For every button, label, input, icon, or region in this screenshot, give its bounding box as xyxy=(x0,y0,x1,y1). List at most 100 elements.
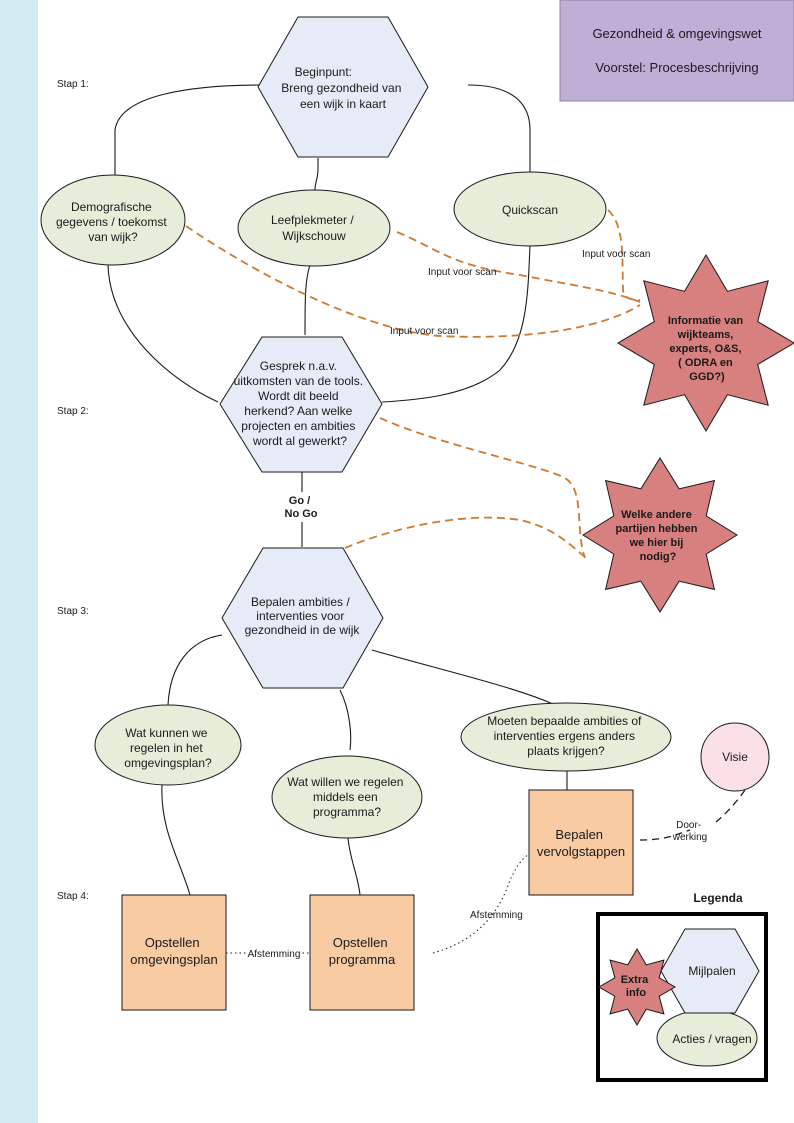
bepalen-line-2: interventies voor xyxy=(256,609,344,623)
output-bepalen-vervolgstappen: Bepalen vervolgstappen xyxy=(528,789,634,896)
output-opstellen-omgevingsplan: Opstellen omgevingsplan xyxy=(121,894,227,1011)
connector-programma-opstellen xyxy=(347,837,361,896)
programma-q-line-2: middels een xyxy=(313,790,378,804)
milestone-gesprek: Gesprek n.a.v. uitkomsten van de tools. … xyxy=(219,336,383,473)
omgevingsplan-q-line-3: omgevingsplan? xyxy=(124,756,212,770)
ergens-line-2: interventies ergens anders xyxy=(494,729,635,743)
action-demografische: Demografische gegevens / toekomst van wi… xyxy=(40,174,186,266)
gesprek-line-4: herkend? Aan welke xyxy=(244,404,352,418)
sidebar-strip xyxy=(0,0,38,1123)
gesprek-line-1: Gesprek n.a.v. xyxy=(260,359,337,373)
quickscan-label: Quickscan xyxy=(502,203,558,217)
ergens-line-3: plaats krijgen? xyxy=(527,744,605,758)
demografische-line-3: van wijk? xyxy=(88,230,138,244)
step-label-2: Stap 2: xyxy=(57,406,89,417)
header-title: Gezondheid & omgevingswet xyxy=(592,26,761,41)
label-doorwerking-1: Door- xyxy=(676,820,701,831)
svg-text:Beginpunt: Breng gezondh: Beginpunt: Breng gezondheid van een wijk… xyxy=(281,65,404,111)
svg-text:Welke andere partijen he: Welke andere partijen hebben we hier bij… xyxy=(616,509,701,563)
informatie-line-2: wijkteams, xyxy=(677,329,734,341)
label-doorwerking-2: werking xyxy=(672,832,707,843)
step-label-4: Stap 4: xyxy=(57,891,89,902)
extra-info-informatie: Informatie van wijkteams, experts, O&S, … xyxy=(617,254,794,432)
action-leefplekmeter: Leefplekmeter / Wijkschouw xyxy=(237,189,391,267)
omgevingsplan-q-line-2: regelen in het xyxy=(130,741,203,755)
demografische-line-2: gegevens / toekomst xyxy=(56,215,167,229)
beginpunt-line-1: Beginpunt: xyxy=(295,65,352,79)
connectors xyxy=(107,84,746,954)
header-box: Gezondheid & omgevingswet Voorstel: Proc… xyxy=(559,0,794,102)
leefplekmeter-line-1: Leefplekmeter / xyxy=(271,213,354,227)
informatie-line-1: Informatie van xyxy=(668,315,743,327)
legend-extra-line-2: info xyxy=(626,987,646,999)
opstellen-plan-line-2: omgevingsplan xyxy=(130,952,217,967)
connector-bepalen-programma xyxy=(339,689,352,751)
svg-text:Door- werking: Door- werking xyxy=(672,820,707,843)
visie-label: Visie xyxy=(722,750,748,764)
svg-text:Opstellen programma: Opstellen programma xyxy=(329,935,396,967)
svg-text:Bepalen vervolgstappen: Bepalen vervolgstappen xyxy=(537,827,625,859)
svg-text:Gesprek n.a.v. uitkomste: Gesprek n.a.v. uitkomsten van de tools. … xyxy=(234,359,367,448)
label-input-scan-3: Input voor scan xyxy=(390,326,458,337)
opstellen-programma-line-1: Opstellen xyxy=(333,935,388,950)
partijen-line-2: partijen hebben xyxy=(616,523,698,535)
dashed-demografische-informatie xyxy=(185,225,641,338)
bepalen-line-1: Bepalen ambities / xyxy=(251,595,350,609)
label-go: Go / xyxy=(289,495,310,507)
svg-text:Moeten bepaalde ambities of: Moeten bepaalde ambities of interventies… xyxy=(487,714,644,758)
ergens-line-1: Moeten bepaalde ambities of xyxy=(487,714,642,728)
milestone-bepalen-ambities: Bepalen ambities / interventies voor gez… xyxy=(221,547,384,689)
svg-text:Leefplekmeter / Wijkscho: Leefplekmeter / Wijkschouw xyxy=(271,213,357,243)
legend-actions: Acties / vragen xyxy=(656,1009,758,1067)
bepalen-line-3: gezondheid in de wijk xyxy=(245,623,361,637)
connector-demografische-gesprek xyxy=(107,264,219,403)
connector-bepalen-ergensanders xyxy=(371,649,566,711)
demografische-line-1: Demografische xyxy=(71,200,152,214)
dashed-bepalen-partijen xyxy=(344,516,586,558)
output-opstellen-programma: Opstellen programma xyxy=(309,894,415,1011)
extra-info-partijen: Welke andere partijen hebben we hier bij… xyxy=(582,457,738,613)
opstellen-plan-line-1: Opstellen xyxy=(145,935,200,950)
legend-extra-line-1: Extra xyxy=(621,974,649,986)
gesprek-line-3: Wordt dit beeld xyxy=(258,389,339,403)
legend-extra-info: Extra info xyxy=(598,948,676,1026)
gesprek-line-5: projecten en ambities xyxy=(241,419,355,433)
connector-begin-leefplekmeter xyxy=(314,158,319,191)
partijen-line-4: nodig? xyxy=(640,551,677,563)
dashed-gesprek-partijen xyxy=(379,417,586,559)
connector-leefplekmeter-gesprek xyxy=(304,264,311,336)
visie-circle: Visie xyxy=(700,722,770,792)
dashed-leefplekmeter-informatie xyxy=(396,231,641,303)
svg-text:Bepalen ambities / inter: Bepalen ambities / interventies voor gez… xyxy=(245,595,361,637)
gesprek-line-2: uitkomsten van de tools. xyxy=(234,374,363,388)
dashed-quickscan-informatie xyxy=(607,209,641,301)
informatie-line-5: GGD?) xyxy=(689,371,725,383)
connector-omgevingsplan-opstellen xyxy=(161,784,191,896)
svg-text:Demografische gegevens /: Demografische gegevens / toekomst van wi… xyxy=(56,200,170,244)
beginpunt-line-3: een wijk in kaart xyxy=(300,97,387,111)
legend-milestones: Mijlpalen xyxy=(660,928,760,1014)
label-no-go: No Go xyxy=(285,508,318,520)
svg-text:Extra info: Extra info xyxy=(621,974,652,999)
step-label-3: Stap 3: xyxy=(57,606,89,617)
legend-milestones-label: Mijlpalen xyxy=(688,964,735,978)
label-afstemming-1: Afstemming xyxy=(248,949,301,960)
omgevingsplan-q-line-1: Wat kunnen we xyxy=(125,726,208,740)
vervolg-line-1: Bepalen xyxy=(555,827,603,842)
programma-q-line-3: programma? xyxy=(313,805,381,819)
action-programma: Wat willen we regelen middels een progra… xyxy=(271,755,423,839)
connector-quickscan-gesprek xyxy=(381,244,531,403)
programma-q-line-1: Wat willen we regelen xyxy=(287,775,403,789)
partijen-line-3: we hier bij xyxy=(629,537,684,549)
beginpunt-line-2: Breng gezondheid van xyxy=(281,81,401,95)
step-label-1: Stap 1: xyxy=(57,79,89,90)
header-subtitle: Voorstel: Procesbeschrijving xyxy=(595,60,758,75)
label-input-scan-1: Input voor scan xyxy=(428,267,496,278)
svg-text:Opstellen omgevingsplan: Opstellen omgevingsplan xyxy=(130,935,217,967)
gesprek-line-6: wordt al gewerkt? xyxy=(252,434,347,448)
svg-text:Informatie van wijkteams: Informatie van wijkteams, experts, O&S, … xyxy=(668,315,746,383)
milestone-beginpunt: Beginpunt: Breng gezondheid van een wijk… xyxy=(257,16,429,158)
label-input-scan-2: Input voor scan xyxy=(582,249,650,260)
legend-actions-label: Acties / vragen xyxy=(672,1032,751,1046)
